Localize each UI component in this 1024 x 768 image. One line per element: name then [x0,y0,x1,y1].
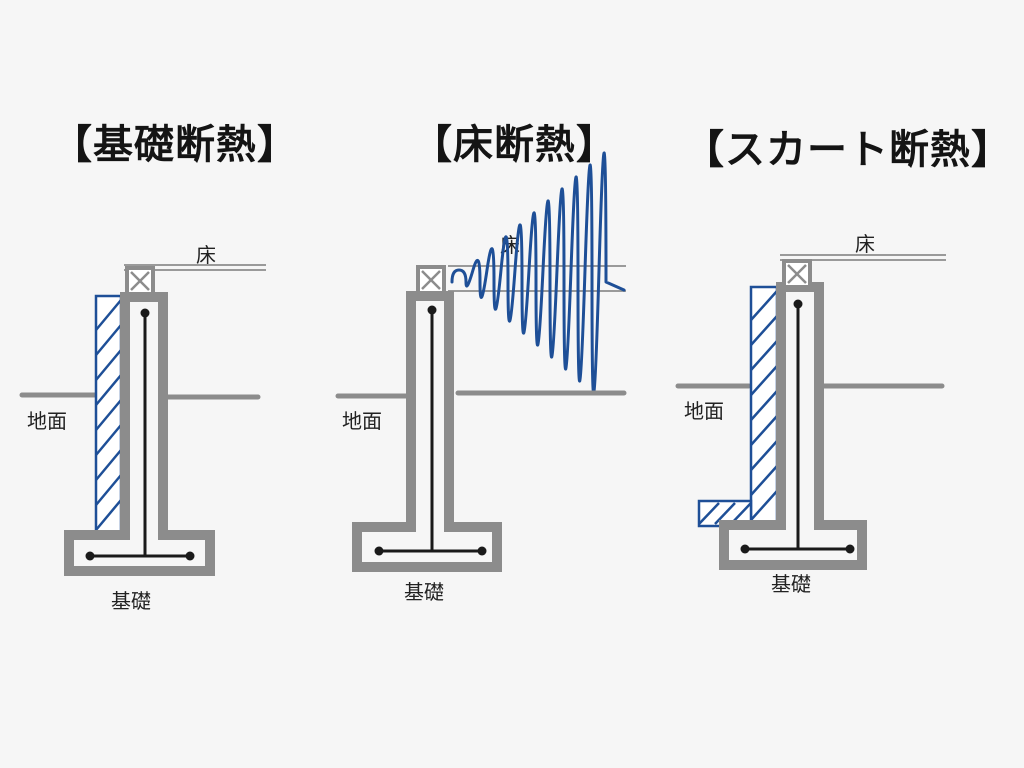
foundation-label: 基礎 [404,580,444,604]
foundation-label: 基礎 [111,589,151,613]
ground-label: 地面 [684,399,724,423]
floor-label: 床 [196,243,216,267]
sill-block [782,259,812,289]
rebar [740,299,855,554]
foundation-label: 基礎 [771,572,811,596]
foundation-concrete [719,282,867,570]
foundation-concrete [352,291,502,572]
diagram-foundation-insulation: 床 地面 基礎 [19,243,266,613]
heading-skirt-insulation: 【スカート断熱】 [684,127,1012,173]
floor-label: 床 [855,232,875,256]
skirt-insulation-board [697,499,753,528]
exterior-insulation-board [749,285,779,528]
sill-block [125,266,155,296]
diagram-floor-insulation: 床 地面 基礎 [335,151,627,604]
exterior-insulation-board [94,294,123,538]
rebar [374,305,487,556]
diagram-skirt-insulation: 床 地面 [675,232,946,596]
ground-label: 地面 [27,409,67,433]
foundation-concrete [64,292,215,576]
underfloor-insulation [450,151,626,395]
ground-label: 地面 [342,409,382,433]
sill-block [416,265,446,295]
heading-floor-insulation: 【床断熱】 [412,122,617,168]
rebar [85,308,195,561]
heading-foundation-insulation: 【基礎断熱】 [52,122,298,168]
